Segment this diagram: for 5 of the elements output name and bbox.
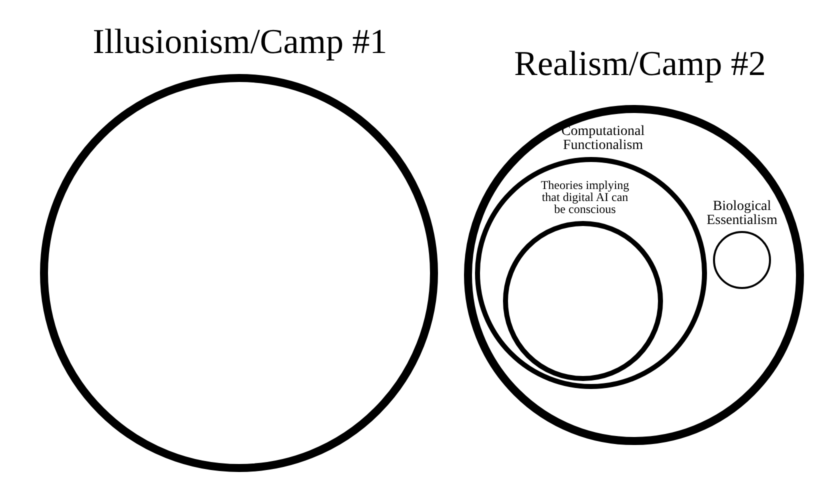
set-label: Computational Functionalism: [560, 125, 646, 153]
set-label: Illusionism/Camp #1: [92, 24, 388, 59]
set-label: Realism/Camp #2: [513, 46, 767, 81]
set-label: Biological Essentialism: [706, 200, 778, 228]
set-label: Theories implying that digital AI can be conscious: [540, 179, 630, 215]
